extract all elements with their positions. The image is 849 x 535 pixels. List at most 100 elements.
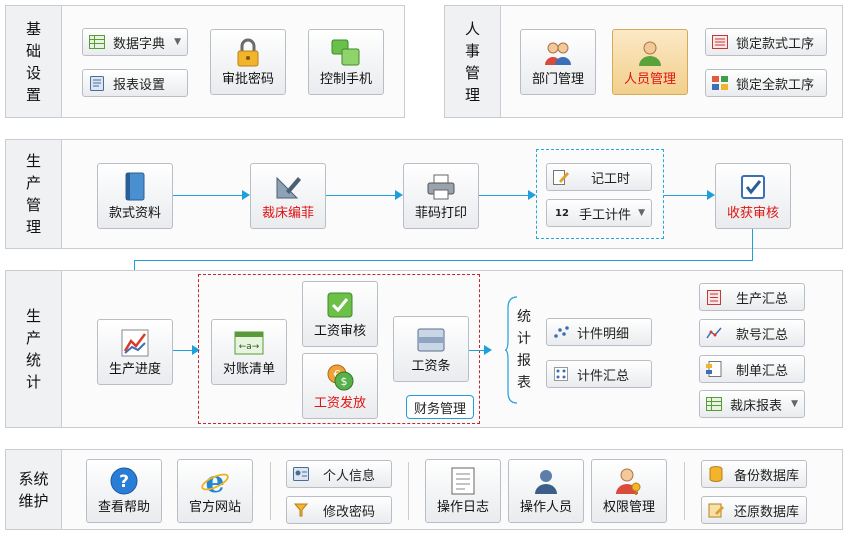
manual-piece-label: 手工计件 xyxy=(579,207,632,223)
wage-audit-button[interactable]: 工资审核 xyxy=(302,281,378,347)
lock-style-process-label: 锁定款式工序 xyxy=(736,36,815,52)
cut-bed-label: 裁床编菲 xyxy=(261,206,314,221)
lock-style-process-button[interactable]: 锁定款式工序 xyxy=(705,28,827,56)
data-dict-label: 数据字典 xyxy=(113,36,166,52)
checkbox-icon xyxy=(738,172,768,202)
printer-icon xyxy=(426,172,456,202)
piece-summary-button[interactable]: 计件汇总 xyxy=(546,360,652,388)
progress-button[interactable]: 生产进度 xyxy=(97,319,173,385)
approve-password-label: 审批密码 xyxy=(221,72,274,87)
wage-audit-label: 工资审核 xyxy=(313,324,366,339)
report-icon xyxy=(89,75,105,91)
stats-label: 生产统计 xyxy=(5,270,62,428)
grid-color-icon xyxy=(712,75,728,91)
flow-arrow xyxy=(192,345,200,355)
restore-db-button[interactable]: 还原数据库 xyxy=(701,496,807,524)
ticket-print-label: 菲码打印 xyxy=(414,206,467,221)
number-icon: 12 xyxy=(555,207,569,219)
help-button[interactable]: ? 查看帮助 xyxy=(86,459,162,523)
cut-report-button[interactable]: 裁床报表 ▼ xyxy=(699,390,805,418)
flow-line xyxy=(173,350,193,351)
progress-label: 生产进度 xyxy=(108,362,161,377)
book-icon xyxy=(120,172,150,202)
document-color-icon xyxy=(706,361,722,377)
staff-mgmt-button[interactable]: 人员管理 xyxy=(612,29,688,95)
manual-piece-button[interactable]: 12 手工计件 ▼ xyxy=(546,199,652,227)
wage-pay-button[interactable]: €$ 工资发放 xyxy=(302,353,378,419)
work-record-group xyxy=(536,149,664,239)
style-summary-label: 款号汇总 xyxy=(736,327,789,343)
permission-label: 权限管理 xyxy=(602,500,655,515)
id-card-icon xyxy=(293,466,309,482)
op-log-button[interactable]: 操作日志 xyxy=(425,459,501,523)
flow-line xyxy=(664,195,708,196)
table-icon xyxy=(706,396,722,412)
change-password-label: 修改密码 xyxy=(323,504,376,520)
user-key-icon xyxy=(614,466,644,496)
restore-icon xyxy=(708,502,724,518)
work-hours-button[interactable]: 记工时 xyxy=(546,163,652,191)
personal-info-button[interactable]: 个人信息 xyxy=(286,460,392,488)
cut-report-label: 裁床报表 xyxy=(730,398,783,414)
backup-db-button[interactable]: 备份数据库 xyxy=(701,460,807,488)
flow-arrow xyxy=(707,190,715,200)
cut-bed-button[interactable]: 裁床编菲 xyxy=(250,163,326,229)
order-summary-button[interactable]: 制单汇总 xyxy=(699,355,805,383)
piece-summary-label: 计件汇总 xyxy=(577,368,630,384)
table-icon xyxy=(89,34,105,50)
production-label: 生产管理 xyxy=(5,139,62,249)
staff-mgmt-label: 人员管理 xyxy=(623,72,676,87)
operator-button[interactable]: 操作人员 xyxy=(508,459,584,523)
style-data-label: 款式资料 xyxy=(108,206,161,221)
style-summary-button[interactable]: 款号汇总 xyxy=(699,319,805,347)
flow-line xyxy=(469,350,485,351)
piece-detail-label: 计件明细 xyxy=(577,326,630,342)
website-label: 官方网站 xyxy=(188,500,241,515)
hr-label: 人事管理 xyxy=(444,5,501,118)
approve-password-button[interactable]: 审批密码 xyxy=(210,29,286,95)
list-lock-icon xyxy=(712,34,728,50)
piece-detail-button[interactable]: 计件明细 xyxy=(546,318,652,346)
divider xyxy=(270,462,271,520)
work-hours-label: 记工时 xyxy=(591,171,631,187)
divider xyxy=(684,462,685,520)
reconcile-button[interactable]: ←a→ 对账清单 xyxy=(211,319,287,385)
dots-grid-icon xyxy=(553,366,569,382)
payslip-button[interactable]: 工资条 xyxy=(393,316,469,382)
backup-db-label: 备份数据库 xyxy=(734,468,800,484)
prod-summary-label: 生产汇总 xyxy=(736,291,789,307)
lock-all-process-button[interactable]: 锁定全款工序 xyxy=(705,69,827,97)
dept-mgmt-button[interactable]: 部门管理 xyxy=(520,29,596,95)
lock-all-process-label: 锁定全款工序 xyxy=(736,77,815,93)
mini-chart-icon xyxy=(706,325,722,341)
receive-audit-button[interactable]: 收获审核 xyxy=(715,163,791,229)
control-phone-button[interactable]: 控制手机 xyxy=(308,29,384,95)
svg-text:$: $ xyxy=(341,375,348,388)
svg-text:←a→: ←a→ xyxy=(239,342,260,352)
report-bracket xyxy=(505,296,518,404)
change-password-button[interactable]: 修改密码 xyxy=(286,496,392,524)
flow-line xyxy=(479,195,529,196)
receive-audit-label: 收获审核 xyxy=(726,206,779,221)
control-phone-label: 控制手机 xyxy=(319,72,372,87)
users-group-icon xyxy=(543,38,573,68)
operator-user-icon xyxy=(531,466,561,496)
flow-line xyxy=(752,229,753,260)
ticket-print-button[interactable]: 菲码打印 xyxy=(403,163,479,229)
database-icon xyxy=(708,466,724,482)
list-red-icon xyxy=(706,289,722,305)
permission-button[interactable]: 权限管理 xyxy=(591,459,667,523)
reconcile-label: 对账清单 xyxy=(222,362,275,377)
prod-summary-button[interactable]: 生产汇总 xyxy=(699,283,805,311)
website-button[interactable]: e 官方网站 xyxy=(177,459,253,523)
style-data-button[interactable]: 款式资料 xyxy=(97,163,173,229)
data-dict-button[interactable]: 数据字典 ▼ xyxy=(82,28,188,56)
system-label: 系统维护 xyxy=(5,449,62,530)
lock-icon xyxy=(233,38,263,68)
browser-icon: e xyxy=(200,466,230,496)
spreadsheet-icon: ←a→ xyxy=(234,328,264,358)
report-settings-label: 报表设置 xyxy=(113,77,166,93)
svg-text:?: ? xyxy=(119,472,129,492)
report-settings-button[interactable]: 报表设置 xyxy=(82,69,188,97)
flow-arrow xyxy=(395,190,403,200)
